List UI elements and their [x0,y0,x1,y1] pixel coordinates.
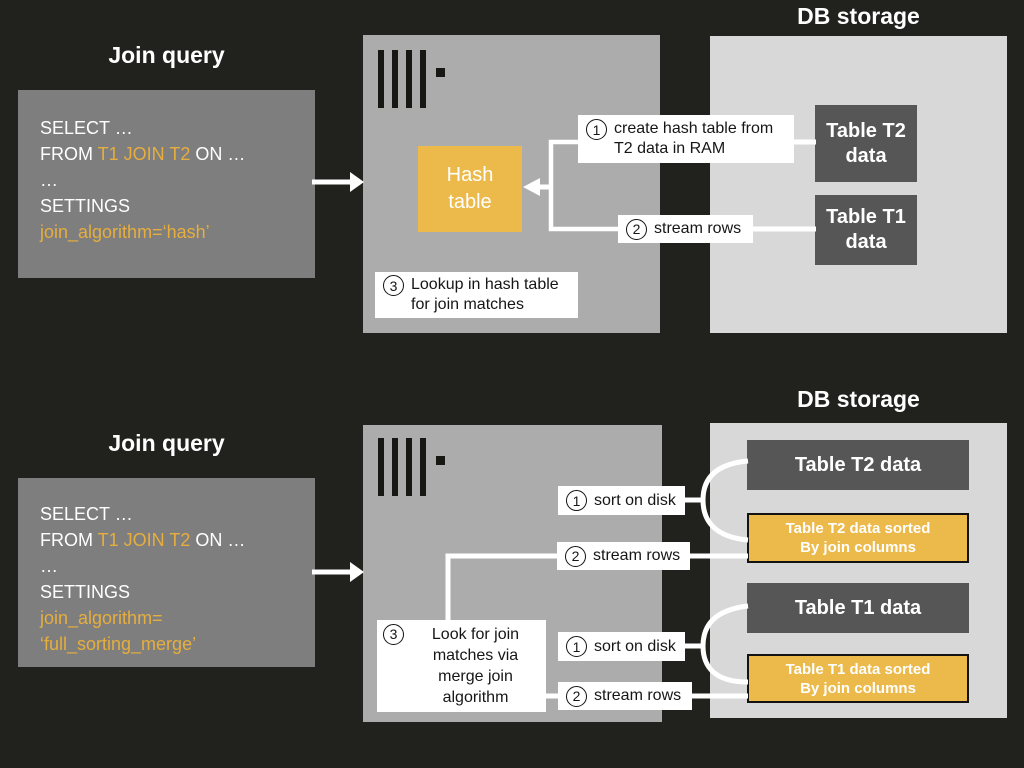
sql-text: SETTINGS [40,582,131,602]
callout-text: create hash table from T2 data in RAM [614,119,773,159]
sql-line-from: FROM T1 JOIN T2 ON … [40,141,303,167]
sql-line-ellipsis: … [40,553,303,579]
sql-text-algorithm-value: ‘full_sorting_merge’ [40,634,197,654]
table-t1-sorted-box: Table T1 data sorted By join columns [747,654,969,703]
sql-text: FROM [40,144,98,164]
table-t1-data-box-bottom: Table T1 data [747,583,969,633]
table-label: data [845,144,887,167]
join-query-title-bottom: Join query [108,430,225,456]
callout-text: sort on disk [594,491,676,509]
hash-table-label-line1: Hash [446,164,494,186]
sql-text: … [40,556,58,576]
callout-stream-rows-t2: 2 stream rows [557,542,690,570]
sql-line-join-algorithm: join_algorithm=‘hash’ [40,219,303,245]
sql-line-from: FROM T1 JOIN T2 ON … [40,527,303,553]
callout-line: algorithm [442,689,509,706]
callout-text: stream rows [654,220,742,237]
sql-text: … [40,170,58,190]
step-number-badge: 2 [626,218,647,240]
sql-line-settings: SETTINGS [40,579,303,605]
logo-bar [406,438,412,496]
callout-text: stream rows [593,547,681,564]
step-number-badge: 3 [383,624,404,645]
clickhouse-logo-icon [378,50,446,108]
logo-bar [406,50,412,108]
sql-line-select: SELECT … [40,115,303,141]
table-label: Table T1 [826,206,906,228]
sql-text-algorithm: join_algorithm=‘hash’ [40,222,210,242]
callout-create-hash-table: 1 create hash table from T2 data in RAM [578,115,794,163]
db-storage-title-bottom: DB storage [797,386,920,412]
join-query-box-bottom: SELECT … FROM T1 JOIN T2 ON … … SETTINGS… [18,478,315,667]
sql-text: SELECT … [40,504,133,524]
step-number-badge: 1 [566,490,587,511]
callout-text: Lookup in hash table for join matches [411,275,559,315]
db-storage-box-top [710,36,1007,333]
sql-line-algorithm-value: ‘full_sorting_merge’ [40,631,303,657]
sql-text: SETTINGS [40,196,131,216]
join-query-box-top: SELECT … FROM T1 JOIN T2 ON … … SETTINGS… [18,90,315,278]
callout-stream-rows-t1: 2 stream rows [558,682,692,710]
sql-text: SELECT … [40,118,133,138]
table-label: data [845,231,887,253]
hash-table-box: Hash table [418,146,522,232]
table-t1-data-box-top: Table T1 data [815,195,917,265]
callout-line: for join matches [411,296,524,313]
table-t2-data-box-bottom: Table T2 data [747,440,969,490]
sql-text: ON … [190,144,246,164]
callout-text: stream rows [594,687,682,704]
callout-line: create hash table from [614,120,774,137]
logo-square [436,456,445,465]
sql-text-join-tables: T1 JOIN T2 [97,530,191,550]
callout-lookup-hash-table: 3 Lookup in hash table for join matches [375,272,578,318]
sql-text-join-tables: T1 JOIN T2 [97,144,191,164]
logo-bar [378,50,384,108]
callout-text: Look for join matches via merge join alg… [411,624,540,708]
callout-sort-on-disk-t2: 1 sort on disk [558,486,685,515]
sql-line-ellipsis: … [40,167,303,193]
step-number-badge: 2 [565,545,586,567]
sql-text: ON … [190,530,246,550]
callout-stream-rows-top: 2 stream rows [618,215,753,243]
table-label: Table T2 data sorted [785,520,931,537]
table-label: Table T2 data [794,453,922,476]
sql-text: FROM [40,530,98,550]
table-label: Table T2 [826,119,906,142]
callout-merge-join-lookup: 3 Look for join matches via merge join a… [377,620,546,712]
callout-line: merge join [438,668,513,685]
table-label: Table T1 data [794,596,922,619]
arrow-head [350,172,364,192]
logo-square [436,68,445,77]
logo-bar [392,50,398,108]
arrow-head [350,562,364,582]
step-number-badge: 1 [586,119,607,140]
sql-line-settings: SETTINGS [40,193,303,219]
logo-bar [378,438,384,496]
hash-table-label-line2: table [448,191,492,213]
logo-bar [420,50,426,108]
table-t2-sorted-box: Table T2 data sorted By join columns [747,513,969,563]
callout-sort-on-disk-t1: 1 sort on disk [558,632,685,661]
step-number-badge: 2 [566,685,587,707]
clickhouse-logo-icon [378,438,446,496]
callout-line: Lookup in hash table [411,276,559,293]
callout-text: sort on disk [594,637,676,655]
table-label: By join columns [800,539,916,556]
logo-bar [420,438,426,496]
step-number-badge: 3 [383,275,404,296]
sql-line-select: SELECT … [40,501,303,527]
table-t2-data-box-top: Table T2 data [815,105,917,182]
callout-line: Look for join [431,626,520,643]
logo-bar [392,438,398,496]
table-label: Table T1 data sorted [785,660,931,678]
join-query-title-top: Join query [108,42,225,68]
callout-line: T2 data in RAM [614,140,726,157]
table-label: By join columns [800,679,916,697]
sql-line-join-algorithm: join_algorithm= [40,605,303,631]
db-storage-title-top: DB storage [797,3,920,29]
callout-line: matches via [432,647,519,664]
step-number-badge: 1 [566,636,587,657]
sql-text-algorithm: join_algorithm= [40,608,163,628]
